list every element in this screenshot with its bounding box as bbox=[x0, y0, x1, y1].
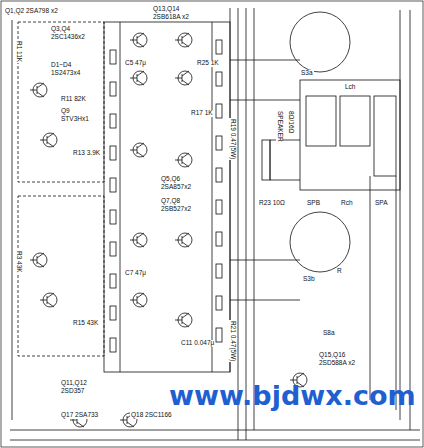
fuse-symbol bbox=[262, 140, 270, 180]
part-label: Q15,Q16 bbox=[318, 352, 346, 359]
part-label: R21 0.47(5W) bbox=[230, 320, 237, 362]
part-label: R15 43K bbox=[72, 320, 99, 327]
rotary-switch bbox=[290, 12, 350, 72]
part-label: Rch bbox=[340, 200, 354, 207]
part-label: R11 82K bbox=[60, 96, 87, 103]
part-label: Q3,Q4 bbox=[50, 26, 71, 33]
part-label: 2SC1436x2 bbox=[50, 34, 86, 41]
transistor-group bbox=[30, 33, 307, 427]
part-label: R3 43K bbox=[16, 250, 23, 274]
rotary-switch bbox=[290, 212, 350, 272]
part-label: Lch bbox=[344, 84, 356, 91]
part-label: R25 1K bbox=[196, 60, 220, 67]
part-label: D1~D4 bbox=[50, 62, 72, 69]
output-stage-frame bbox=[104, 22, 230, 372]
part-label: R17 1K bbox=[190, 110, 214, 117]
part-label: STV3Hx1 bbox=[60, 116, 90, 123]
part-label: S3a bbox=[300, 70, 314, 77]
part-label: Q13,Q14 bbox=[152, 6, 180, 13]
speaker-wires bbox=[370, 10, 410, 430]
part-label: SPEAKER bbox=[277, 110, 284, 143]
part-label: Q9 bbox=[60, 108, 71, 115]
terminal-block bbox=[340, 96, 370, 146]
part-label: 2SD357 bbox=[60, 388, 86, 395]
part-label: Q5,Q6 bbox=[160, 176, 181, 183]
part-label: C7 47μ bbox=[124, 270, 147, 277]
part-label: 2SB618A x2 bbox=[152, 14, 190, 21]
speaker-panel bbox=[300, 80, 400, 190]
part-label: R19 0.47(5W) bbox=[230, 118, 237, 160]
channel-box bbox=[18, 196, 104, 356]
part-label: Q11,Q12 bbox=[60, 380, 88, 387]
part-label: Q7,Q8 bbox=[160, 198, 181, 205]
part-label: SPB bbox=[306, 200, 321, 207]
resistor-group bbox=[110, 40, 222, 352]
terminal-block bbox=[306, 96, 336, 146]
part-label: S3b bbox=[302, 276, 316, 283]
part-label: 2SA857x2 bbox=[160, 184, 192, 191]
part-label: R23 10Ω bbox=[258, 200, 286, 207]
part-label: Q17 2SA733 bbox=[60, 412, 99, 419]
part-label: Q18 2SC1166 bbox=[130, 412, 173, 419]
supply-rails bbox=[10, 8, 420, 440]
part-label: 1S2473x4 bbox=[50, 70, 81, 77]
part-label: C5 47μ bbox=[124, 60, 147, 67]
part-label: 2SB527x2 bbox=[160, 206, 192, 213]
part-label: Q1,Q2 2SA798 x2 bbox=[4, 8, 59, 15]
channel-box bbox=[18, 22, 104, 182]
part-label: R bbox=[336, 268, 343, 275]
part-label: R13 3.9K bbox=[72, 150, 101, 157]
watermark: www.bjdwx.com bbox=[168, 382, 417, 409]
part-label: R1 11K bbox=[16, 40, 23, 63]
terminal-block bbox=[374, 96, 396, 176]
part-label: SPA bbox=[374, 200, 389, 207]
part-label: S8a bbox=[322, 330, 336, 337]
part-label: C11 0.047μ bbox=[180, 340, 215, 347]
output-wires bbox=[230, 60, 300, 300]
part-label: 2SD588A x2 bbox=[318, 360, 356, 367]
part-label: 8Ω/16Ω bbox=[288, 110, 295, 134]
